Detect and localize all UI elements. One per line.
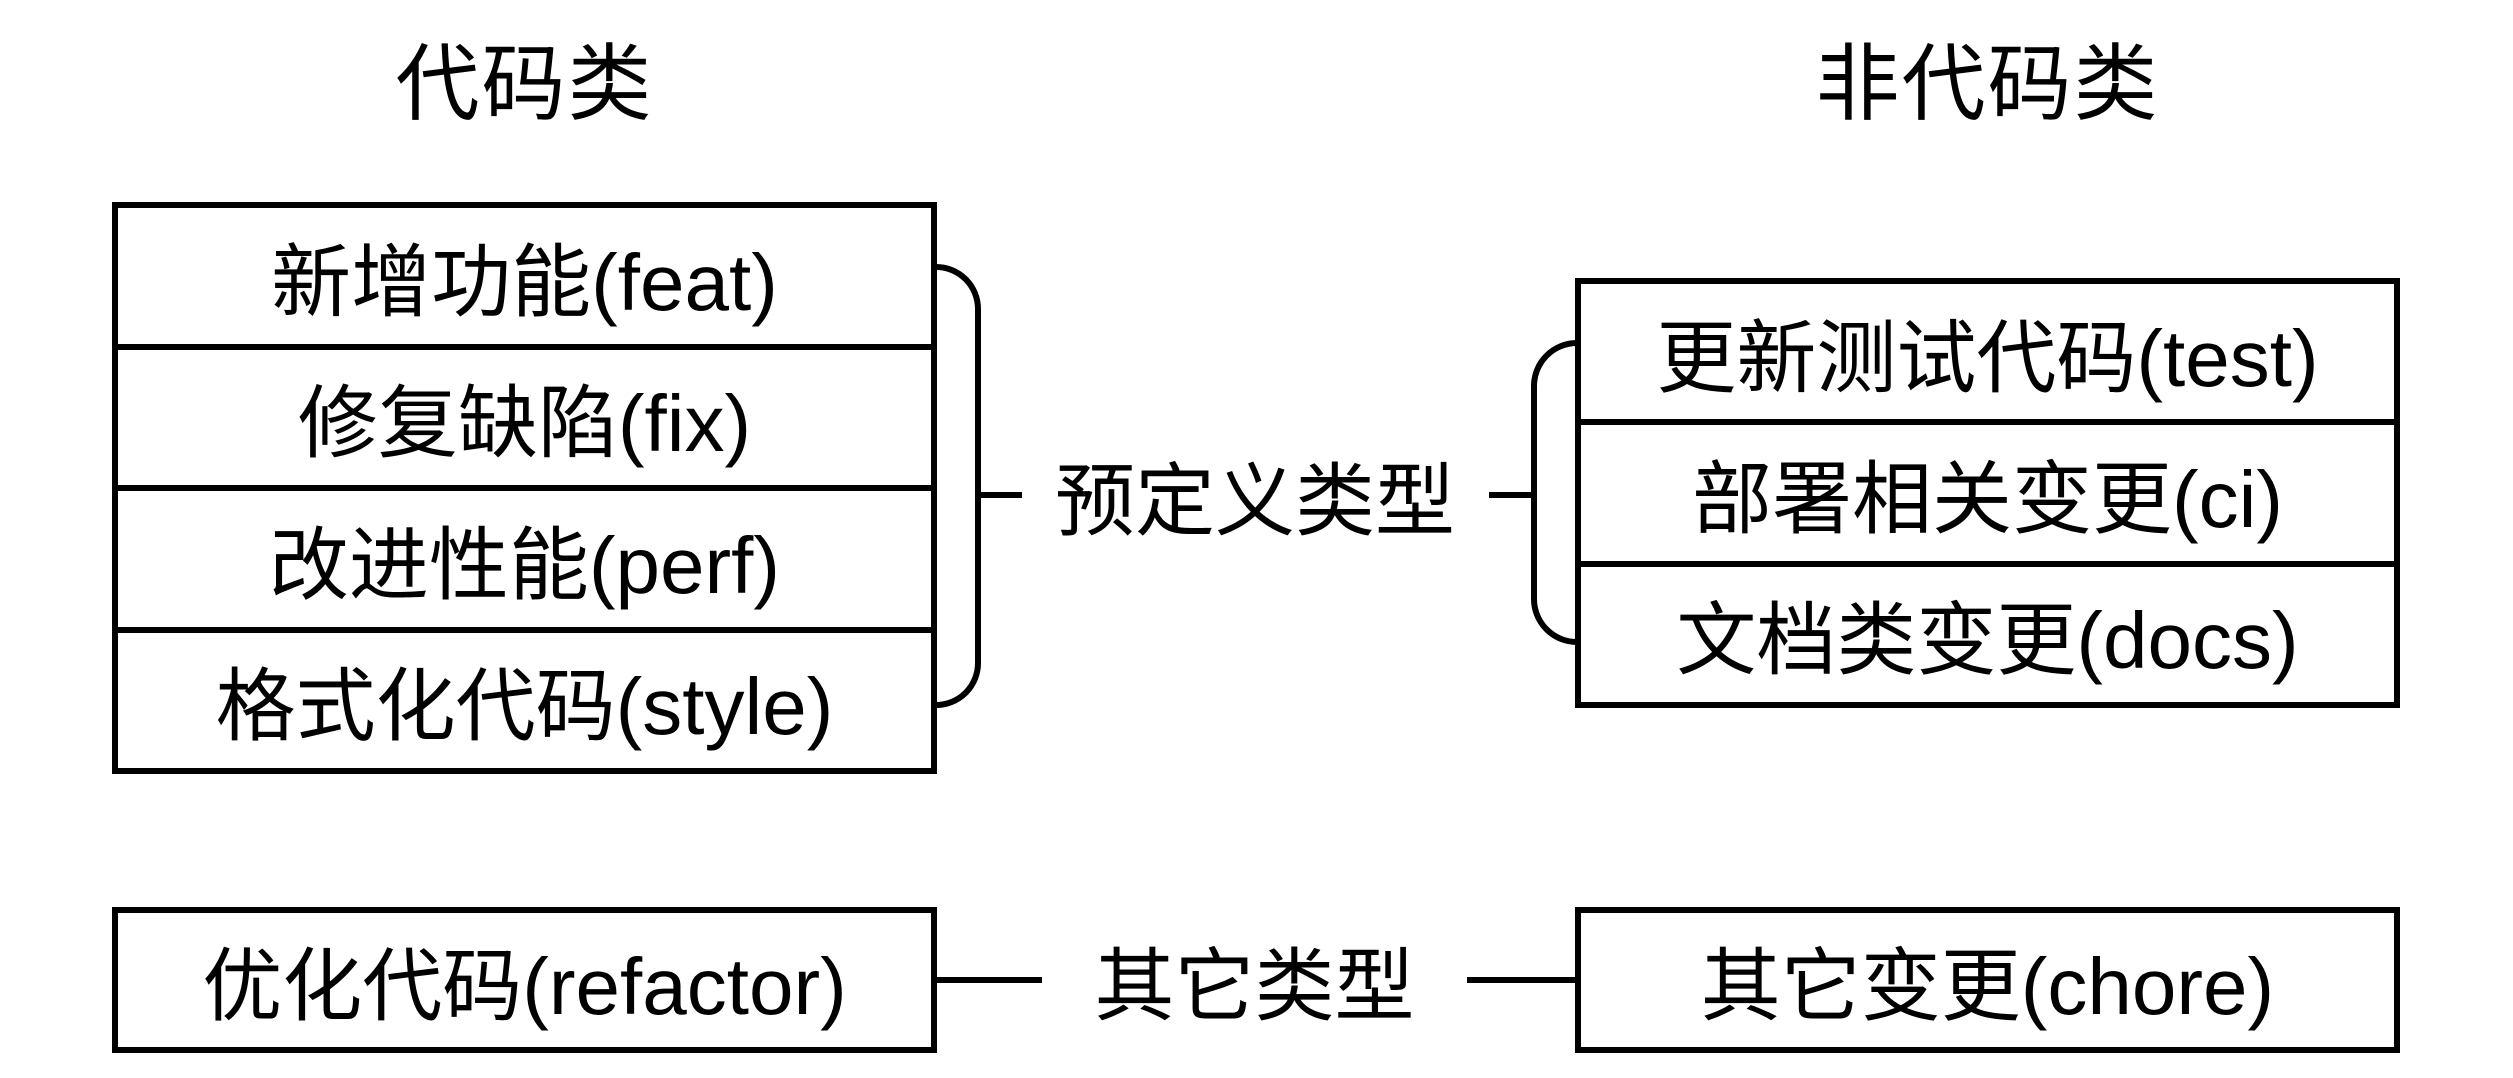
type-box-feat: 新增功能(feat) <box>118 208 931 350</box>
type-box-test: 更新测试代码(test) <box>1581 284 2394 426</box>
type-box-style: 格式化代码(style) <box>118 632 931 768</box>
noncode-predefined-stack: 更新测试代码(test) 部署相关变更(ci) 文档类变更(docs) <box>1575 278 2400 708</box>
type-box-docs: 文档类变更(docs) <box>1581 566 2394 702</box>
type-box-ci: 部署相关变更(ci) <box>1581 425 2394 567</box>
code-predefined-stack: 新增功能(feat) 修复缺陷(fix) 改进性能(perf) 格式化代码(st… <box>112 202 937 774</box>
predefined-types-label: 预定义类型 <box>1055 457 1455 546</box>
other-types-label: 其它类型 <box>1094 942 1415 1031</box>
type-box-fix: 修复缺陷(fix) <box>118 349 931 491</box>
type-box-chore: 其它变更(chore) <box>1575 907 2400 1053</box>
predefined-bracket-left <box>935 264 981 708</box>
predefined-bracket-right <box>1531 340 1578 645</box>
noncode-column-title: 非代码类 <box>1815 36 2160 131</box>
code-column-title: 代码类 <box>395 36 654 131</box>
type-box-refactor: 优化代码(refactor) <box>112 907 937 1053</box>
type-box-perf: 改进性能(perf) <box>118 491 931 633</box>
